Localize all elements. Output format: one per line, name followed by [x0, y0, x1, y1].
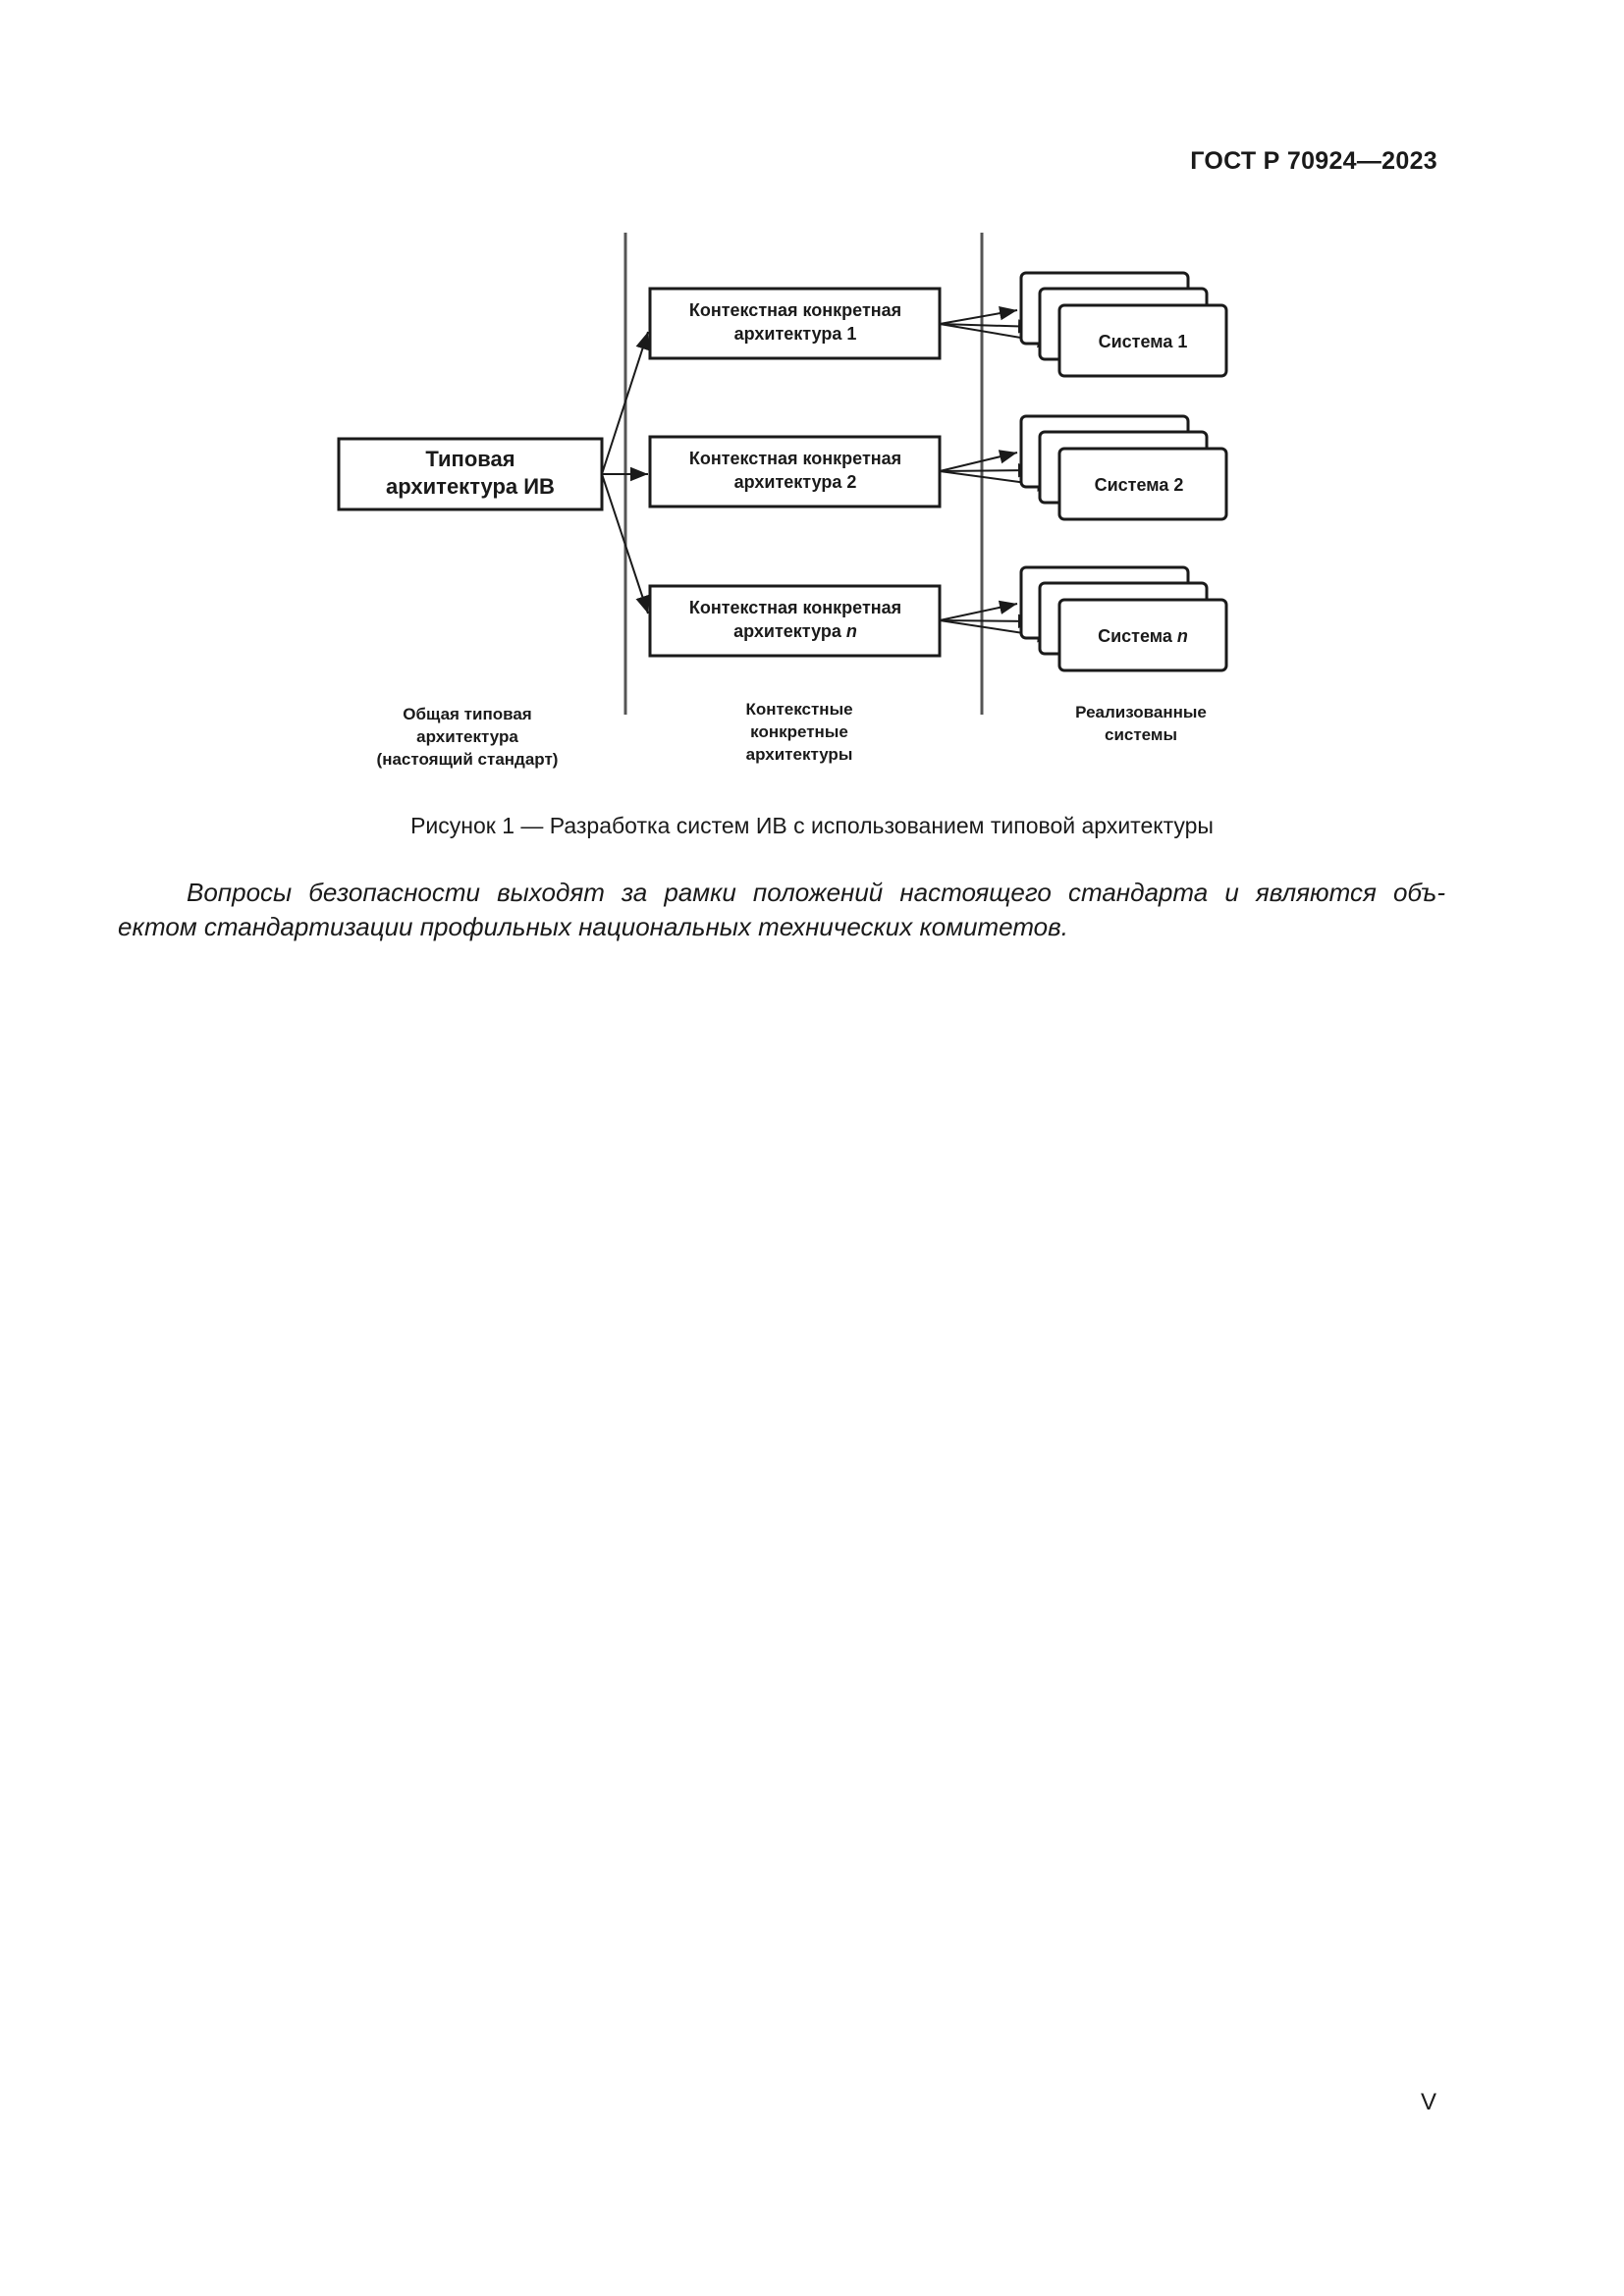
column-label-systems: Реализованные системы: [1075, 703, 1207, 744]
architecture-diagram: Типовая архитектура ИВ Контекстная конкр…: [337, 233, 1228, 769]
context-box-1-line2: архитектура 1: [734, 324, 857, 344]
system-n-label: Система n: [1098, 626, 1188, 646]
system-stack-n: Система n: [1019, 565, 1228, 672]
context-architecture-box-2: Контекстная конкретная архитектура 2: [648, 435, 942, 508]
column-label-general: Общая типовая архитектура (настоящий ста…: [377, 705, 559, 769]
body-paragraph: Вопросы безопасности выходят за рамки по…: [118, 876, 1445, 944]
column-label-context: Контекстные конкретные архитектуры: [745, 700, 852, 764]
main-box-line1: Типовая: [425, 447, 514, 471]
svg-text:архитектуры: архитектуры: [746, 745, 853, 764]
context-architecture-box-n: Контекстная конкретная архитектура n: [648, 584, 942, 658]
svg-text:архитектура: архитектура: [416, 727, 518, 746]
context-box-n-line1: Контекстная конкретная: [689, 598, 901, 617]
svg-text:системы: системы: [1105, 725, 1177, 744]
paragraph-line-1: Вопросы безопасности выходят за рамки по…: [187, 878, 1445, 907]
arrow-context-2-to-stack-back: [939, 450, 1018, 472]
svg-text:Реализованные: Реализованные: [1075, 703, 1207, 721]
system-stack-1: Система 1: [1019, 271, 1228, 378]
context-box-n-line2: архитектура n: [733, 621, 857, 641]
context-box-2-line1: Контекстная конкретная: [689, 449, 901, 468]
arrow-main-to-context-1: [601, 331, 650, 475]
svg-text:(настоящий стандарт): (настоящий стандарт): [377, 750, 559, 769]
main-architecture-box: Типовая архитектура ИВ: [337, 437, 604, 511]
paragraph-line-2: ектом стандартизации профильных национал…: [118, 912, 1068, 941]
svg-text:конкретные: конкретные: [750, 722, 848, 741]
context-box-2-line2: архитектура 2: [734, 472, 857, 492]
system-1-label: Система 1: [1099, 332, 1188, 351]
svg-text:Контекстные: Контекстные: [745, 700, 852, 719]
document-code: ГОСТ Р 70924—2023: [1190, 147, 1437, 175]
svg-text:Общая типовая: Общая типовая: [403, 705, 531, 723]
figure-caption: Рисунок 1 — Разработка систем ИВ с испол…: [410, 813, 1214, 838]
context-architecture-box-1: Контекстная конкретная архитектура 1: [648, 287, 942, 360]
arrow-main-to-context-n: [601, 473, 650, 614]
page-number: V: [1421, 2089, 1437, 2115]
arrow-context-n-to-stack-back: [939, 600, 1018, 621]
system-stack-2: Система 2: [1019, 414, 1228, 521]
arrow-context-1-to-stack-back: [939, 306, 1018, 325]
context-box-1-line1: Контекстная конкретная: [689, 300, 901, 320]
system-2-label: Система 2: [1095, 475, 1184, 495]
main-box-line2: архитектура ИВ: [386, 474, 555, 499]
